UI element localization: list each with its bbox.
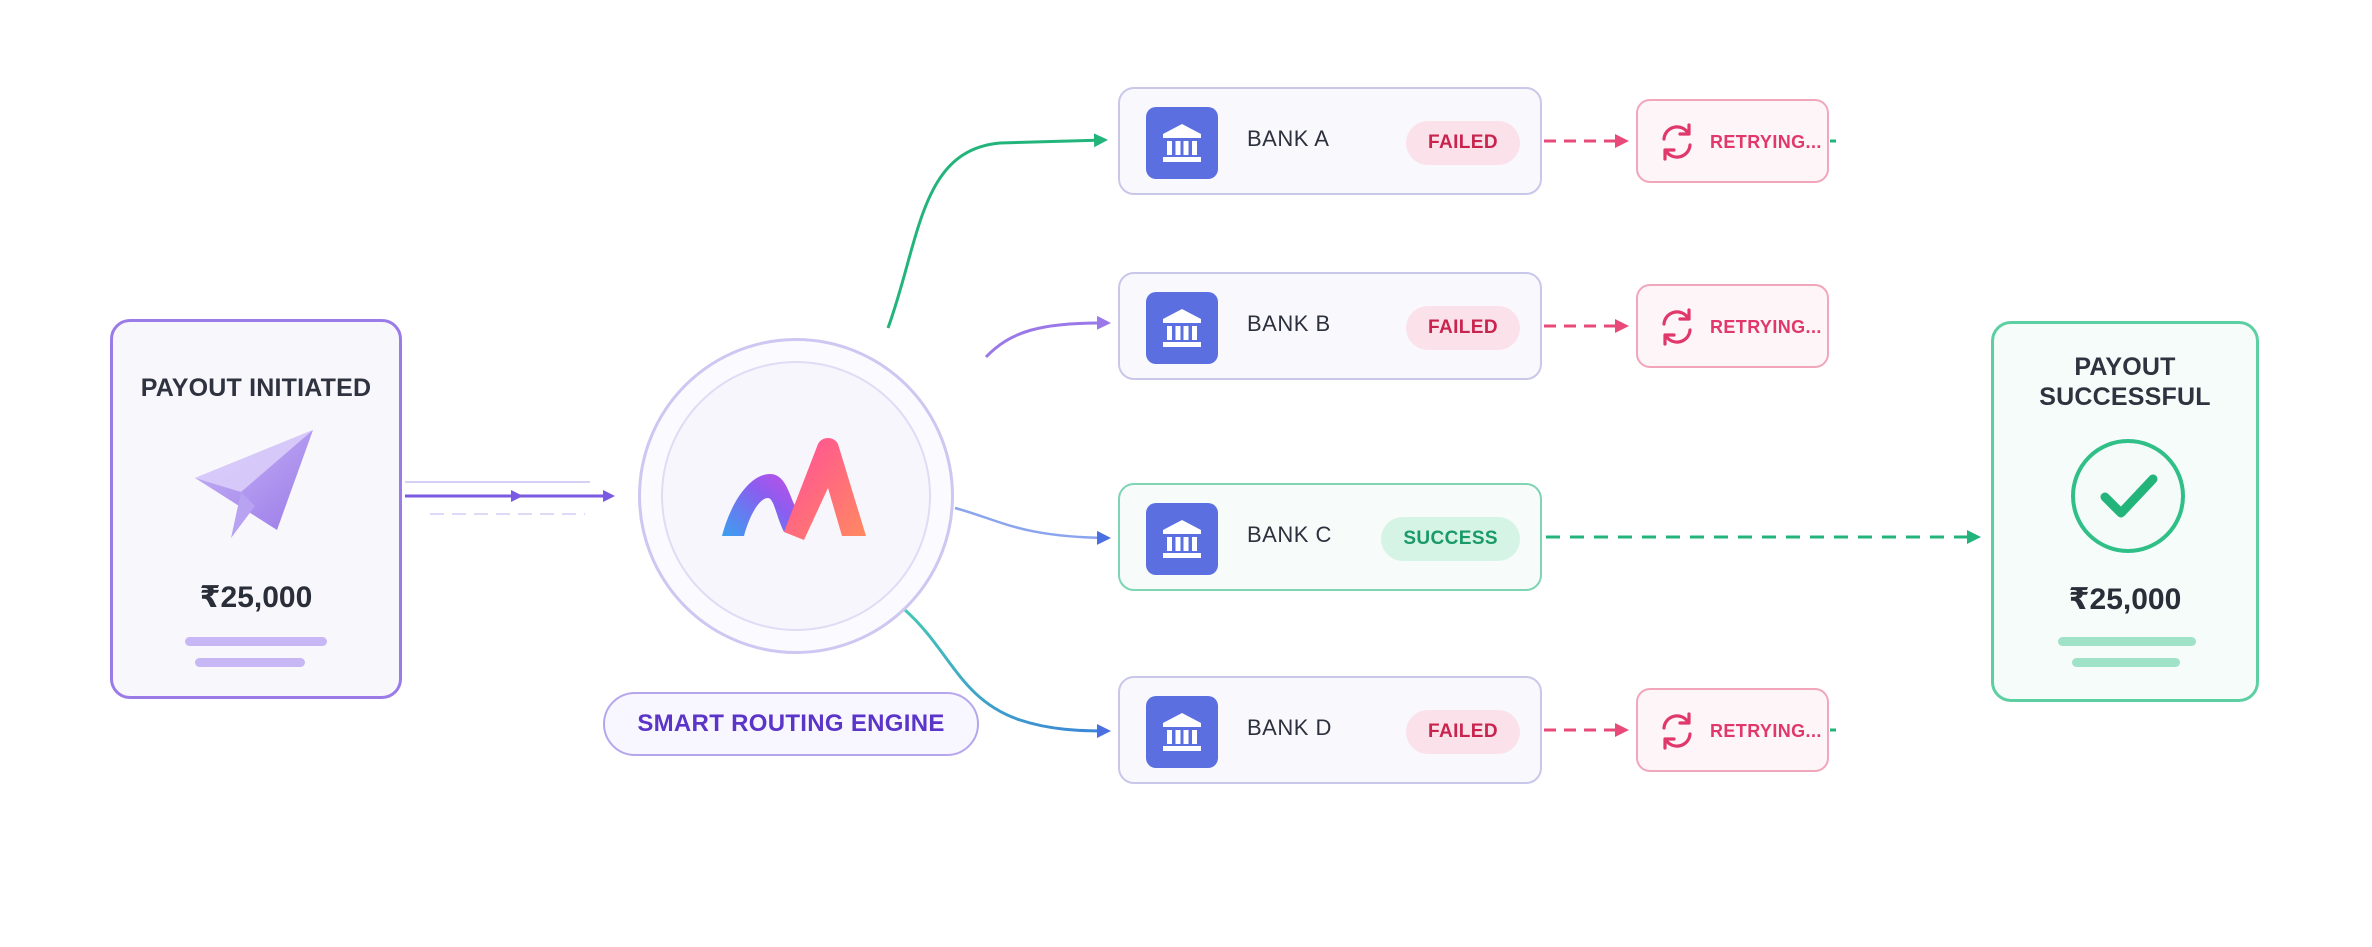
placeholder-bar <box>2058 637 2196 646</box>
payout-initiated-title: PAYOUT INITIATED <box>140 374 372 402</box>
payout-successful-title-line2: SUCCESSFUL <box>2039 383 2211 411</box>
bank-building-icon <box>1146 696 1218 768</box>
bank-building-icon <box>1146 503 1218 575</box>
routing-engine-inner-ring <box>661 361 931 631</box>
payout-successful-title-line1: PAYOUT <box>2074 353 2176 381</box>
refresh-icon <box>1662 123 1692 161</box>
retry-box-d: RETRYING... <box>1636 688 1829 772</box>
payout-successful-amount: ₹25,000 <box>2068 583 2182 616</box>
placeholder-bar <box>195 658 305 667</box>
bank-card-c: BANK C SUCCESS <box>1118 483 1542 591</box>
bank-card-b: BANK B FAILED <box>1118 272 1542 380</box>
connector-engine-bank-c <box>954 506 1111 545</box>
bank-name: BANK C <box>1247 522 1332 547</box>
payout-successful-title: PAYOUT SUCCESSFUL <box>1994 352 2256 412</box>
bank-card-a: BANK A FAILED <box>1118 87 1542 195</box>
payout-initiated-card: PAYOUT INITIATED ₹25,000 <box>110 319 402 699</box>
refresh-icon <box>1662 308 1692 346</box>
bank-building-icon <box>1146 292 1218 364</box>
paper-plane-icon <box>195 430 313 538</box>
bank-name: BANK B <box>1247 311 1331 336</box>
status-badge: FAILED <box>1406 306 1520 350</box>
status-badge: FAILED <box>1406 121 1520 165</box>
retry-label: RETRYING... <box>1710 132 1822 152</box>
payout-initiated-amount: ₹25,000 <box>199 581 313 614</box>
placeholder-bar <box>185 637 327 646</box>
retry-label: RETRYING... <box>1710 721 1822 741</box>
refresh-icon <box>1662 712 1692 750</box>
brand-logo-icon <box>722 438 866 540</box>
placeholder-bar <box>2072 658 2180 667</box>
retry-box-b: RETRYING... <box>1636 284 1829 368</box>
bank-name: BANK A <box>1247 126 1330 151</box>
payout-successful-card: PAYOUT SUCCESSFUL ₹25,000 <box>1991 321 2259 702</box>
bank-building-icon <box>1146 107 1218 179</box>
checkmark-circle-icon <box>2071 439 2185 553</box>
smart-routing-engine-label: SMART ROUTING ENGINE <box>603 692 979 756</box>
connector-engine-bank-b <box>984 315 1111 359</box>
retry-box-a: RETRYING... <box>1636 99 1829 183</box>
connector-engine-bank-a <box>886 133 1108 329</box>
status-badge: SUCCESS <box>1381 517 1520 561</box>
status-badge: FAILED <box>1406 710 1520 754</box>
bank-name: BANK D <box>1247 715 1332 740</box>
bank-card-d: BANK D FAILED <box>1118 676 1542 784</box>
retry-label: RETRYING... <box>1710 317 1822 337</box>
connector-engine-bank-d <box>904 608 1111 738</box>
